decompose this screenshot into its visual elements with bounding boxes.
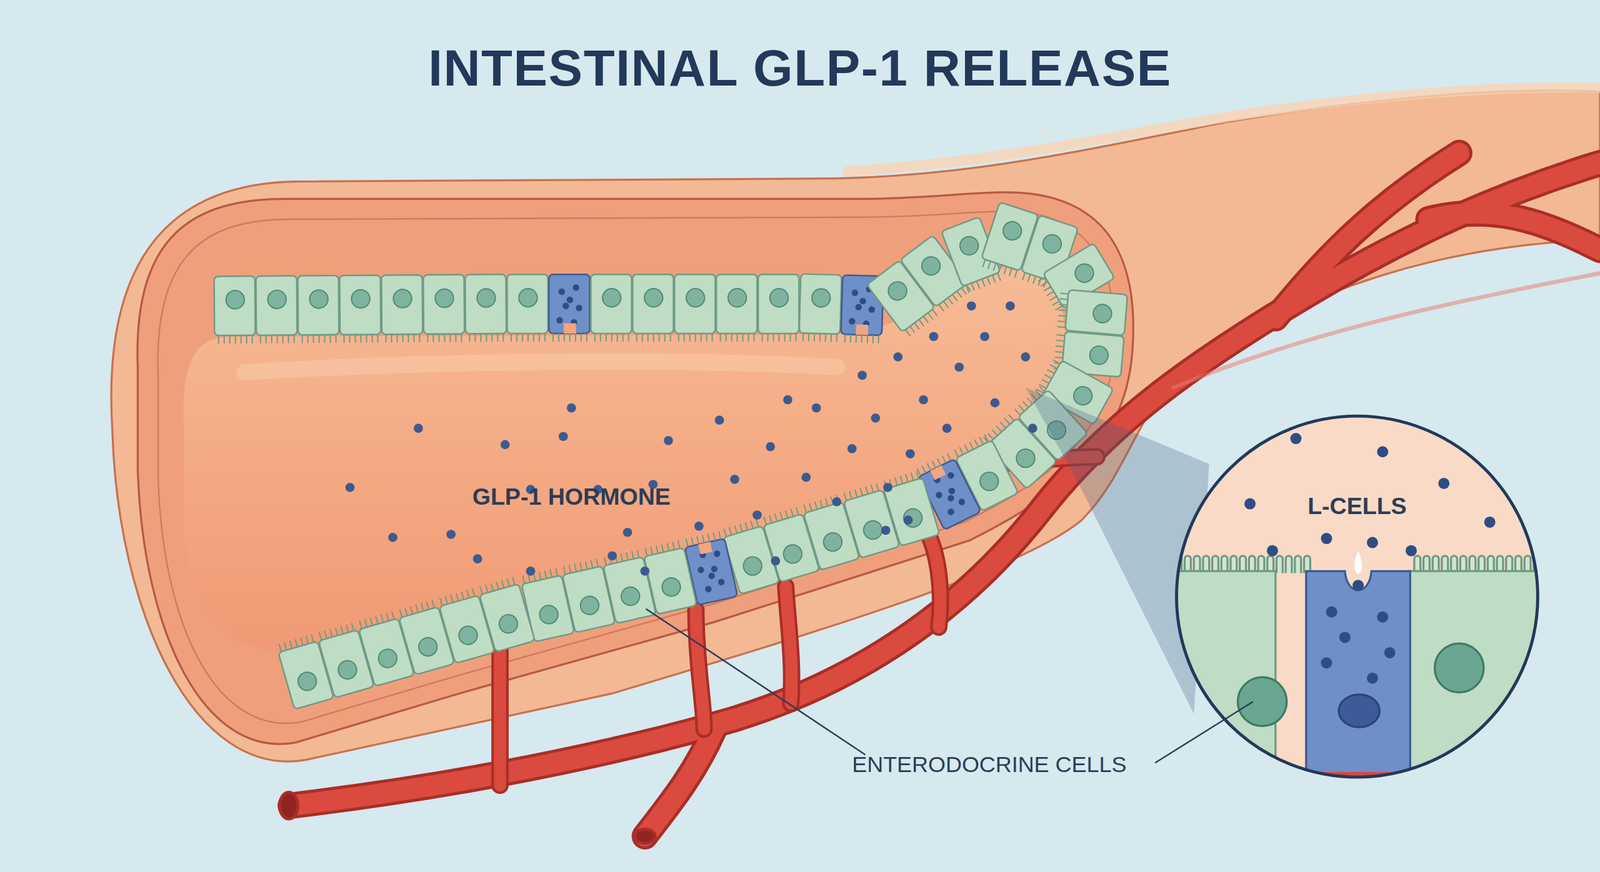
glp1-particle	[1244, 498, 1256, 510]
glp1-particle	[1376, 611, 1389, 624]
glp1-particle	[1320, 533, 1332, 545]
glp1-particle	[801, 473, 811, 483]
epithelial-cell	[632, 274, 674, 342]
glp1-particle	[883, 483, 893, 493]
callout-label: ENTERODOCRINE CELLS	[851, 751, 1127, 779]
epithelial-cell	[255, 276, 297, 344]
glp1-particle	[526, 566, 536, 577]
glp1-particle	[918, 395, 929, 405]
epithelial-cell	[381, 275, 423, 343]
diagram-title: INTESTINAL GLP-1 RELEASE	[0, 38, 1600, 99]
tube-highlight	[846, 87, 1600, 172]
leader-line	[645, 609, 865, 755]
glp1-particle	[893, 352, 903, 362]
glp1-particle	[1266, 545, 1279, 557]
glp1-particle	[752, 510, 762, 520]
glp1-particle	[857, 370, 867, 380]
vessel-opening	[635, 829, 656, 844]
epithelial-cell	[423, 275, 465, 343]
epithelium	[214, 201, 1129, 710]
epithelial-cell	[716, 274, 757, 342]
inset-circle: L-CELLS	[1175, 415, 1539, 779]
glp1-particle	[811, 403, 822, 414]
glp1-particle	[831, 497, 842, 507]
glp1-particle	[473, 554, 483, 564]
epithelial-cell	[339, 275, 381, 344]
cut-surface	[137, 192, 1134, 745]
glp1-particle	[929, 331, 939, 342]
glp1-particle	[1005, 301, 1015, 311]
glp1-particle	[566, 403, 577, 414]
glp1-particle	[770, 556, 780, 567]
glp1-particle	[1290, 433, 1302, 445]
glp1-particles	[345, 301, 1038, 576]
glp1-particle	[640, 566, 650, 577]
glp1-particle	[1484, 516, 1496, 529]
lumen-highlight	[245, 361, 837, 373]
glp1-particle	[1405, 545, 1417, 557]
glp1-particle	[500, 440, 510, 450]
microvillus	[1285, 556, 1292, 574]
glp1-particle	[980, 331, 990, 342]
glp1-particle	[966, 301, 977, 311]
glp1-particle	[607, 551, 617, 561]
glp1-particle	[881, 526, 891, 536]
glp1-particle	[623, 528, 633, 538]
glp1-particle	[413, 423, 424, 434]
glp1-particle	[1326, 606, 1338, 619]
glp1-particle	[1438, 478, 1450, 490]
epithelial-cell	[1056, 289, 1128, 336]
glp1-particle	[905, 449, 915, 459]
glp1-particle	[1339, 631, 1351, 644]
glp1-particle	[345, 483, 355, 493]
glp1-particle	[1028, 423, 1038, 434]
glp1-particle	[847, 444, 857, 454]
glp1-particle	[870, 413, 880, 424]
glp1-particle	[1376, 446, 1389, 458]
glp1-particle	[942, 423, 952, 434]
epithelial-cell	[798, 273, 842, 343]
glp1-particle	[446, 530, 456, 540]
node-label: L-CELLS	[1235, 493, 1480, 521]
glp1-particle	[903, 515, 914, 525]
glp1-particle	[715, 415, 725, 425]
glp1-particle	[558, 431, 569, 442]
intestinal-lumen: GLP-1 HORMONE	[193, 290, 1082, 643]
glp1-particle	[1366, 673, 1379, 685]
glp1-particle	[765, 442, 775, 452]
l-cell	[548, 274, 590, 342]
glp1-particle	[1366, 537, 1379, 549]
epithelial-cell	[276, 633, 334, 710]
inset-outline	[1175, 415, 1539, 779]
microvillus	[1295, 556, 1302, 574]
microvillus	[1276, 556, 1283, 574]
epithelial-cell	[506, 274, 548, 342]
glp1-particle	[783, 395, 793, 405]
glp1-particle	[1352, 580, 1364, 592]
glp1-particle	[1020, 352, 1030, 362]
glp1-particle	[1384, 647, 1396, 659]
epithelial-cell	[297, 275, 339, 344]
glp1-particle	[663, 436, 674, 446]
glp1-particle	[388, 533, 398, 543]
node-label: GLP-1 HORMONE	[428, 483, 715, 512]
epithelial-cell	[465, 274, 507, 342]
wall-layer	[158, 211, 1115, 724]
glp1-particle	[990, 398, 1000, 409]
glp1-particle	[730, 475, 740, 485]
glp1-particle	[694, 521, 704, 532]
epithelial-cell	[214, 276, 256, 344]
intestinal-lumen	[183, 265, 1065, 652]
vessel-opening	[279, 793, 298, 820]
glp1-particle	[954, 362, 964, 372]
epithelial-cell	[674, 274, 715, 342]
epithelial-cell	[590, 274, 632, 342]
inset-illustration	[1153, 413, 1552, 793]
blood-vessels	[290, 153, 1600, 837]
epithelial-cell	[758, 274, 799, 342]
glp1-particle	[1320, 657, 1332, 669]
